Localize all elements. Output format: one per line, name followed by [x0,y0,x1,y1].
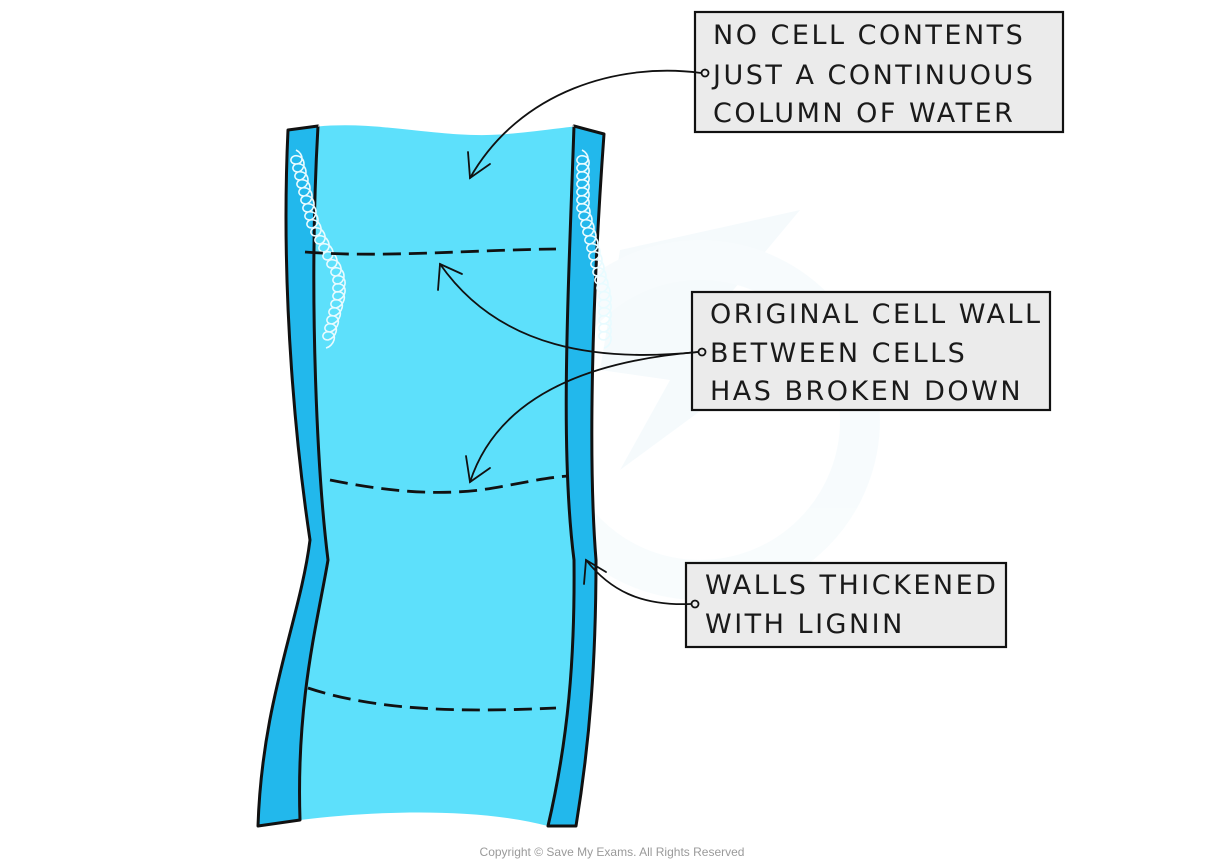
right-vessel-wall [546,124,606,828]
arrow-contents-to-water [469,69,702,179]
label-walls-lignin: WALLS THICKENED WITH LIGNIN [684,561,1008,649]
arrowhead-2 [437,262,463,291]
leader-arrows [437,68,710,609]
lignin-spiral-left [290,149,346,349]
arrowhead-3 [465,455,491,484]
arrow-origin-2 [697,347,707,357]
arrow-wall-to-end-wall-2 [469,351,699,483]
lignin-spiral-right [576,149,612,349]
broken-end-wall-2 [329,474,569,494]
arrowhead-4 [583,558,607,585]
vessel-top-edge [317,124,575,136]
broken-end-wall-3 [307,686,557,712]
left-vessel-wall [256,124,330,828]
label-cell-wall-broken-line-2: BETWEEN CELLS [710,338,967,369]
arrow-wall-to-end-wall-1 [439,263,699,356]
label-no-cell-contents-line-3: COLUMN OF WATER [713,98,1015,129]
label-no-cell-contents: NO CELL CONTENTS JUST A CONTINUOUS COLUM… [693,10,1065,134]
label-cell-wall-broken-line-3: HAS BROKEN DOWN [710,376,1023,407]
label-no-cell-contents-line-2: JUST A CONTINUOUS [711,60,1035,91]
label-no-cell-contents-line-1: NO CELL CONTENTS [713,20,1025,51]
label-cell-wall-broken-line-1: ORIGINAL CELL WALL [710,299,1043,330]
water-column [299,124,575,827]
label-cell-wall-broken: ORIGINAL CELL WALL BETWEEN CELLS HAS BRO… [690,290,1052,412]
arrow-lignin-to-wall [585,559,692,606]
label-walls-lignin-line-2: WITH LIGNIN [705,609,905,640]
copyright-footer: Copyright © Save My Exams. All Rights Re… [480,845,745,859]
arrow-origin-4 [690,599,700,609]
broken-end-wall-1 [304,247,557,256]
label-walls-lignin-line-1: WALLS THICKENED [705,570,998,601]
arrow-origin-1 [700,68,710,78]
arrowhead-1 [467,151,491,180]
